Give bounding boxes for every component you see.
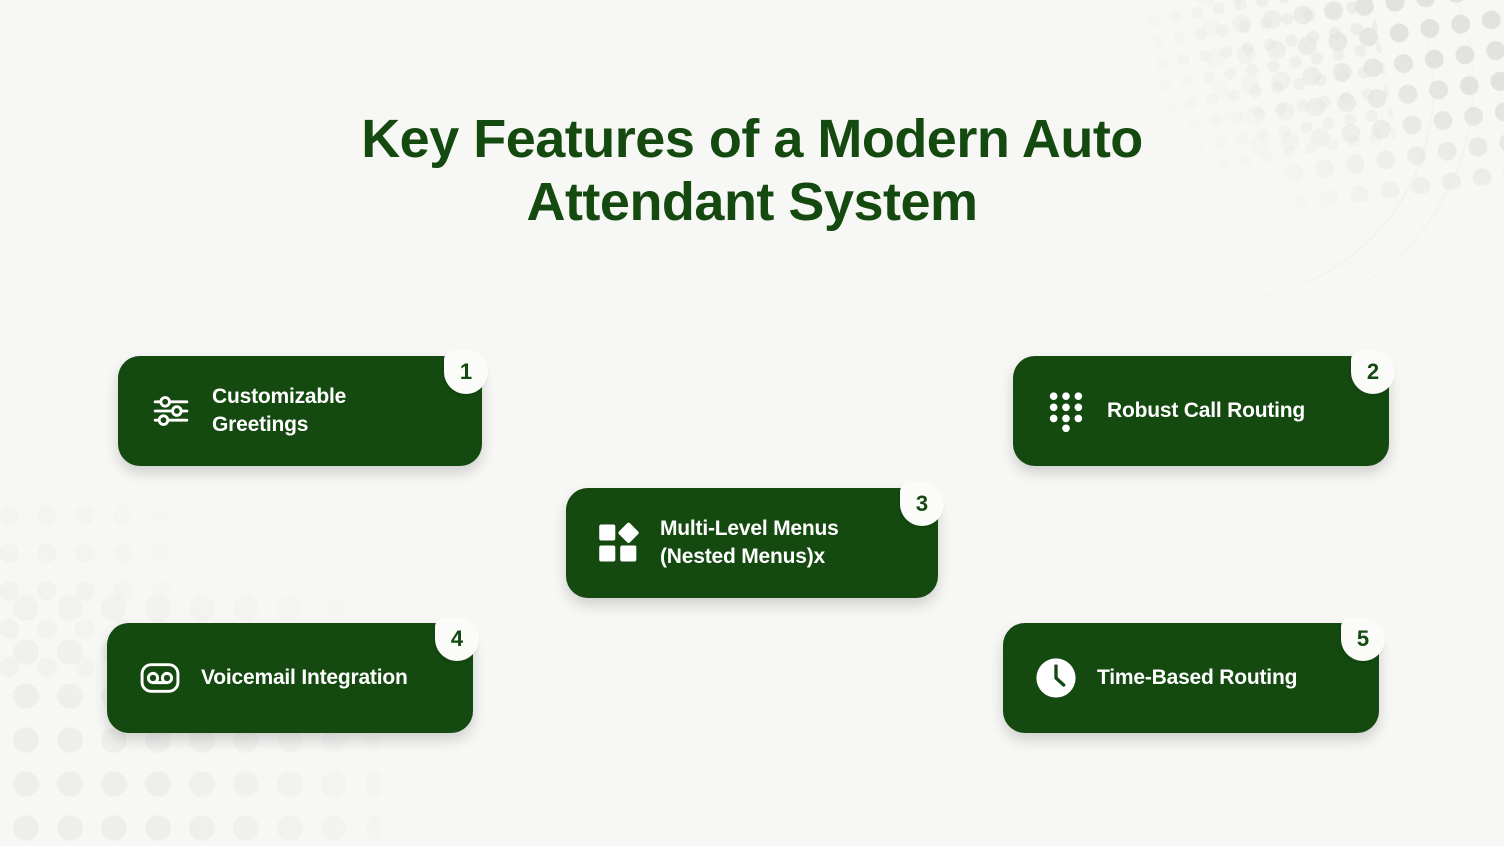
feature-card-label: Robust Call Routing	[1107, 399, 1306, 422]
feature-card-label: Multi-Level Menus (Nested Menus)x	[660, 517, 839, 568]
page-title: Key Features of a Modern Auto Attendant …	[0, 108, 1504, 234]
feature-card-number-badge: 2	[1351, 350, 1395, 394]
feature-card-label: Time-Based Routing	[1097, 666, 1298, 689]
feature-card-number-badge: 5	[1341, 617, 1385, 661]
feature-card-voicemail-integration[interactable]: Voicemail Integration 4	[107, 617, 479, 733]
feature-card-number-badge: 3	[900, 482, 944, 526]
page-title-line-1: Key Features of a Modern Auto	[361, 109, 1143, 169]
page-title-line-2: Attendant System	[526, 172, 978, 232]
sliders-icon	[150, 390, 192, 432]
feature-card-time-based-routing[interactable]: Time-Based Routing 5	[1003, 617, 1385, 733]
feature-card-robust-call-routing[interactable]: Robust Call Routing 2	[1013, 350, 1395, 466]
feature-card-label: Customizable Greetings	[212, 385, 347, 436]
feature-card-number-badge: 1	[444, 350, 488, 394]
grid-diamond-icon	[598, 522, 640, 564]
feature-card-label: Voicemail Integration	[201, 666, 408, 689]
clock-icon	[1035, 657, 1077, 699]
feature-card-multi-level-menus[interactable]: Multi-Level Menus (Nested Menus)x 3	[566, 482, 944, 598]
voicemail-icon	[139, 657, 181, 699]
feature-card-customizable-greetings[interactable]: Customizable Greetings 1	[118, 350, 488, 466]
feature-card-number-badge: 4	[435, 617, 479, 661]
dialpad-icon	[1045, 390, 1087, 432]
